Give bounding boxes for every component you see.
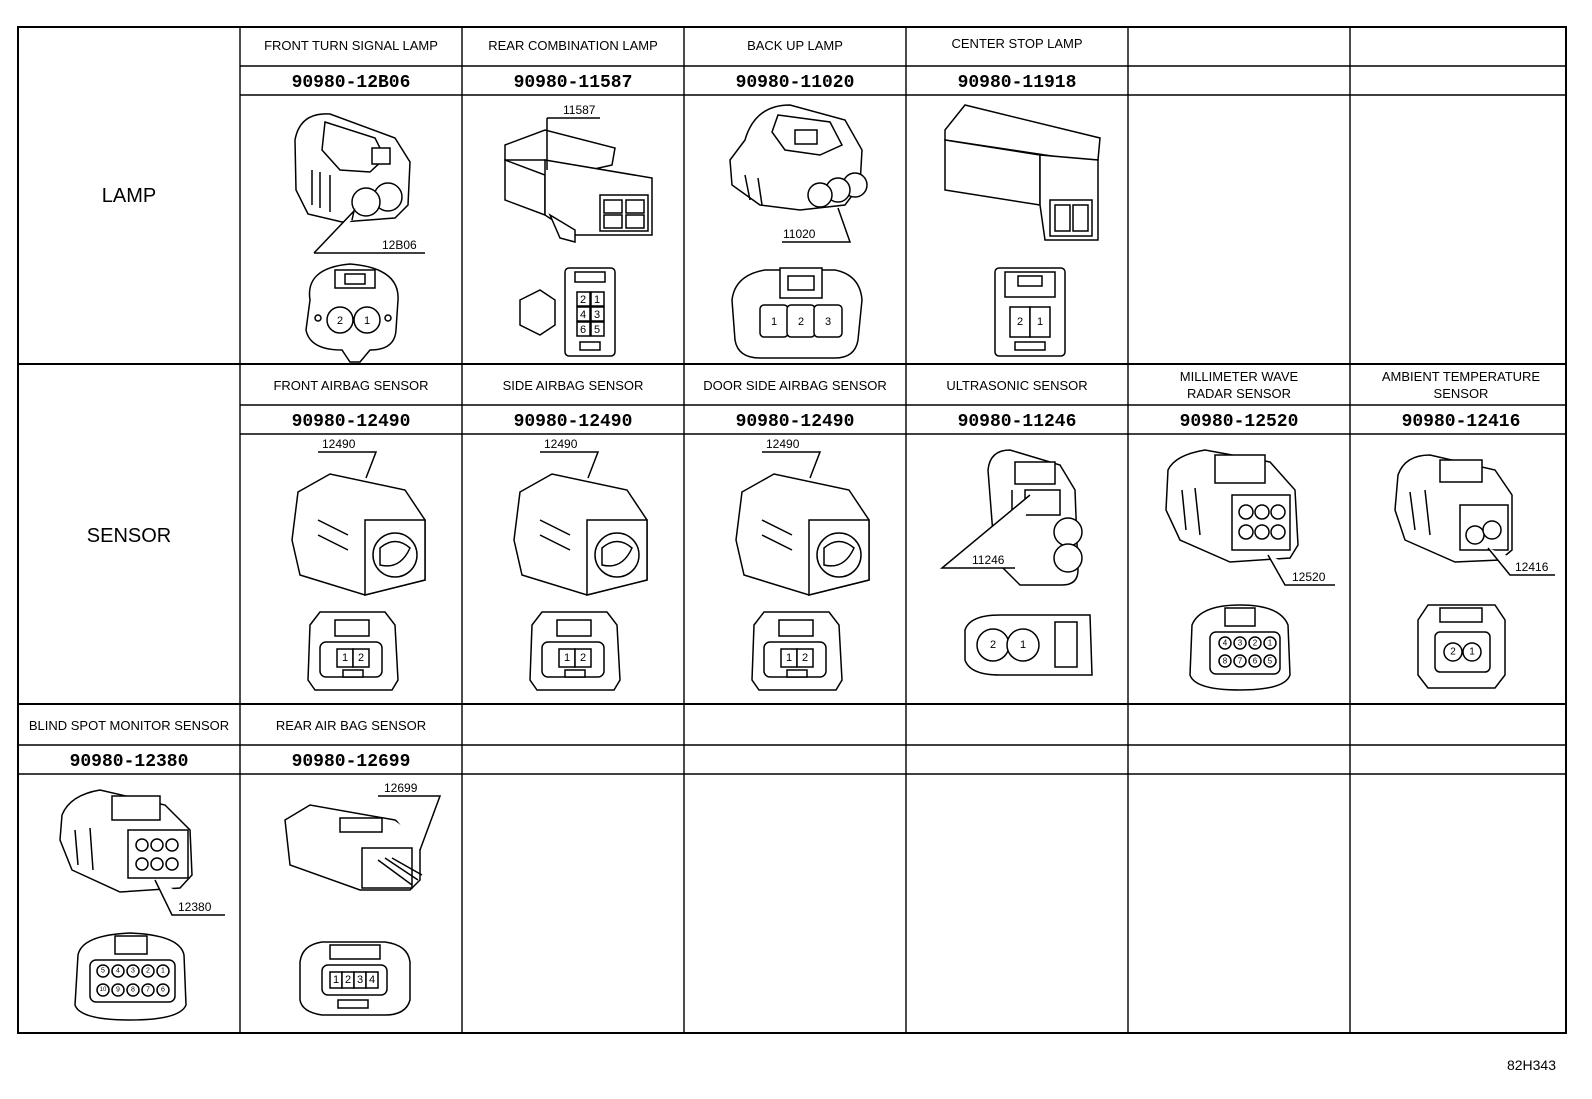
part-number-rear-combination-lamp: 90980-11587 <box>514 73 633 93</box>
callout-ultrasonic-sensor: 11246 <box>972 553 1005 567</box>
connector-name-millimeter-wave-line2: RADAR SENSOR <box>1187 386 1291 401</box>
connector-drawing-millimeter-wave-radar-sensor: 12520 4 3 2 1 8 7 6 5 <box>1165 449 1335 691</box>
pin-label: 2 <box>1253 639 1258 648</box>
part-number-door-side-airbag-sensor: 90980-12490 <box>736 412 855 432</box>
callout-ambient-temperature-sensor: 12416 <box>1515 560 1549 574</box>
pin-label: 1 <box>364 315 370 327</box>
callout-front-airbag-sensor: 12490 <box>322 437 356 451</box>
connector-name-rear-combination-lamp: REAR COMBINATION LAMP <box>488 38 658 53</box>
part-number-center-stop-lamp: 90980-11918 <box>958 73 1077 93</box>
table-grid <box>17 26 1567 1034</box>
pin-label: 8 <box>131 987 135 994</box>
part-number-ultrasonic-sensor: 90980-11246 <box>958 412 1077 432</box>
pin-label: 8 <box>1223 657 1228 666</box>
group-label-lamp: LAMP <box>102 185 156 207</box>
part-number-rear-air-bag-sensor: 90980-12699 <box>292 752 411 772</box>
pin-label: 1 <box>333 974 339 986</box>
connector-drawing-rear-combination-lamp: 11587 2 1 4 3 6 5 <box>504 103 653 357</box>
part-number-side-airbag-sensor: 90980-12490 <box>514 412 633 432</box>
pin-label: 9 <box>116 987 120 994</box>
pin-label: 7 <box>146 987 150 994</box>
pin-label: 2 <box>1450 647 1456 658</box>
pin-label: 2 <box>146 968 150 975</box>
callout-back-up-lamp: 11020 <box>783 227 816 241</box>
connector-drawing-back-up-lamp: 11020 1 2 3 <box>729 104 868 359</box>
part-number-front-turn-signal-lamp: 90980-12B06 <box>292 73 411 93</box>
pin-label: 4 <box>369 974 375 986</box>
connector-drawing-front-airbag-sensor: 12490 1 2 <box>291 437 426 691</box>
connector-drawing-blind-spot-monitor-sensor: 12380 5 4 3 2 1 10 9 8 7 6 <box>59 789 225 1021</box>
pin-label: 3 <box>594 309 600 321</box>
pin-label: 1 <box>161 968 165 975</box>
pin-label: 1 <box>564 652 570 664</box>
callout-blind-spot-monitor-sensor: 12380 <box>178 900 212 914</box>
pin-label: 1 <box>1469 647 1475 658</box>
pin-label: 2 <box>345 974 351 986</box>
pin-label: 6 <box>161 987 165 994</box>
part-number-ambient-temperature-sensor: 90980-12416 <box>1402 412 1521 432</box>
pin-label: 2 <box>337 315 343 327</box>
connector-drawing-ambient-temperature-sensor: 12416 2 1 <box>1394 454 1555 689</box>
pin-label: 6 <box>1253 657 1258 666</box>
pin-label: 2 <box>580 294 586 306</box>
pin-label: 1 <box>342 652 348 664</box>
pin-label: 7 <box>1238 657 1243 666</box>
callout-rear-combination-lamp: 11587 <box>563 103 596 117</box>
callout-side-airbag-sensor: 12490 <box>544 437 578 451</box>
group-label-sensor: SENSOR <box>87 525 171 547</box>
connector-name-center-stop-lamp: CENTER STOP LAMP <box>952 36 1083 51</box>
connector-name-rear-air-bag-sensor: REAR AIR BAG SENSOR <box>276 718 426 733</box>
connector-drawing-rear-air-bag-sensor: 12699 1 2 3 4 <box>284 781 442 1016</box>
pin-label: 2 <box>990 639 996 651</box>
part-number-back-up-lamp: 90980-11020 <box>736 73 855 93</box>
pin-label: 2 <box>802 652 808 664</box>
pin-label: 1 <box>594 294 600 306</box>
figure-code: 82H343 <box>1507 1057 1556 1073</box>
pin-label: 6 <box>580 324 586 336</box>
pin-label: 3 <box>1238 639 1243 648</box>
pin-label: 3 <box>357 974 363 986</box>
callout-door-side-airbag-sensor: 12490 <box>766 437 800 451</box>
pin-label: 1 <box>1268 639 1273 648</box>
connector-name-blind-spot-monitor-sensor: BLIND SPOT MONITOR SENSOR <box>29 718 229 733</box>
connector-drawing-ultrasonic-sensor: 11246 2 1 <box>939 449 1093 676</box>
pin-label: 4 <box>116 968 120 975</box>
pin-label: 2 <box>798 316 804 328</box>
pin-label: 2 <box>358 652 364 664</box>
pin-label: 2 <box>580 652 586 664</box>
connector-drawing-front-turn-signal-lamp: 12B06 2 1 <box>294 113 425 363</box>
connector-name-side-airbag-sensor: SIDE AIRBAG SENSOR <box>503 378 644 393</box>
pin-label: 5 <box>101 968 105 975</box>
pin-label: 3 <box>131 968 135 975</box>
connector-name-ultrasonic-sensor: ULTRASONIC SENSOR <box>946 378 1087 393</box>
pin-label: 1 <box>1020 639 1026 651</box>
pin-label: 4 <box>1223 639 1228 648</box>
callout-millimeter-wave-radar-sensor: 12520 <box>1292 570 1326 584</box>
pin-label: 5 <box>1268 657 1273 666</box>
connector-name-front-turn-signal-lamp: FRONT TURN SIGNAL LAMP <box>264 38 438 53</box>
pin-label: 2 <box>1017 316 1023 328</box>
part-number-millimeter-wave-radar-sensor: 90980-12520 <box>1180 412 1299 432</box>
part-number-blind-spot-monitor-sensor: 90980-12380 <box>70 752 189 772</box>
pin-label: 1 <box>771 316 777 328</box>
connector-drawing-door-side-airbag-sensor: 12490 1 2 <box>735 437 870 691</box>
connector-name-door-side-airbag-sensor: DOOR SIDE AIRBAG SENSOR <box>703 378 887 393</box>
pin-label: 5 <box>594 324 600 336</box>
pin-label: 1 <box>1037 316 1043 328</box>
pin-label: 3 <box>825 316 831 328</box>
connector-name-front-airbag-sensor: FRONT AIRBAG SENSOR <box>273 378 428 393</box>
pin-label: 10 <box>100 987 107 993</box>
callout-front-turn-signal-lamp: 12B06 <box>382 238 417 252</box>
connector-drawing-side-airbag-sensor: 12490 1 2 <box>513 437 648 691</box>
connector-name-ambient-temp-line1: AMBIENT TEMPERATURE <box>1382 369 1541 384</box>
callout-rear-air-bag-sensor: 12699 <box>384 781 418 795</box>
connector-name-back-up-lamp: BACK UP LAMP <box>747 38 843 53</box>
connector-name-millimeter-wave-line1: MILLIMETER WAVE <box>1180 369 1299 384</box>
connector-name-ambient-temp-line2: SENSOR <box>1434 386 1489 401</box>
connector-drawing-center-stop-lamp: 2 1 <box>944 104 1101 357</box>
pin-label: 1 <box>786 652 792 664</box>
pin-label: 4 <box>580 309 586 321</box>
part-number-front-airbag-sensor: 90980-12490 <box>292 412 411 432</box>
